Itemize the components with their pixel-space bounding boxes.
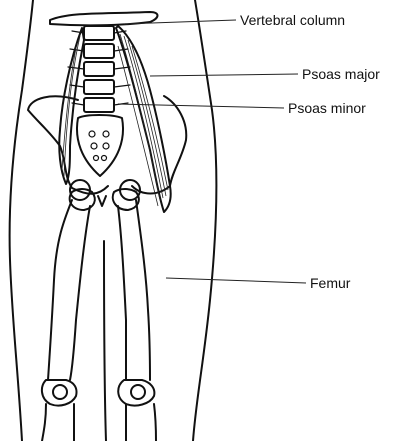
label-femur: Femur <box>310 275 351 291</box>
leader-femur <box>166 278 306 283</box>
leader-vertebral-column <box>124 20 236 24</box>
femur-right <box>118 200 156 441</box>
femur-left <box>42 200 90 441</box>
pelvis <box>28 96 186 210</box>
leader-psoas-major <box>150 74 298 76</box>
vertebral-column <box>50 12 158 176</box>
label-vertebral-column: Vertebral column <box>240 12 345 28</box>
psoas-major-left <box>59 28 84 184</box>
label-psoas-major: Psoas major <box>302 66 380 82</box>
psoas-major-muscle <box>116 26 171 212</box>
label-psoas-minor: Psoas minor <box>288 100 366 116</box>
